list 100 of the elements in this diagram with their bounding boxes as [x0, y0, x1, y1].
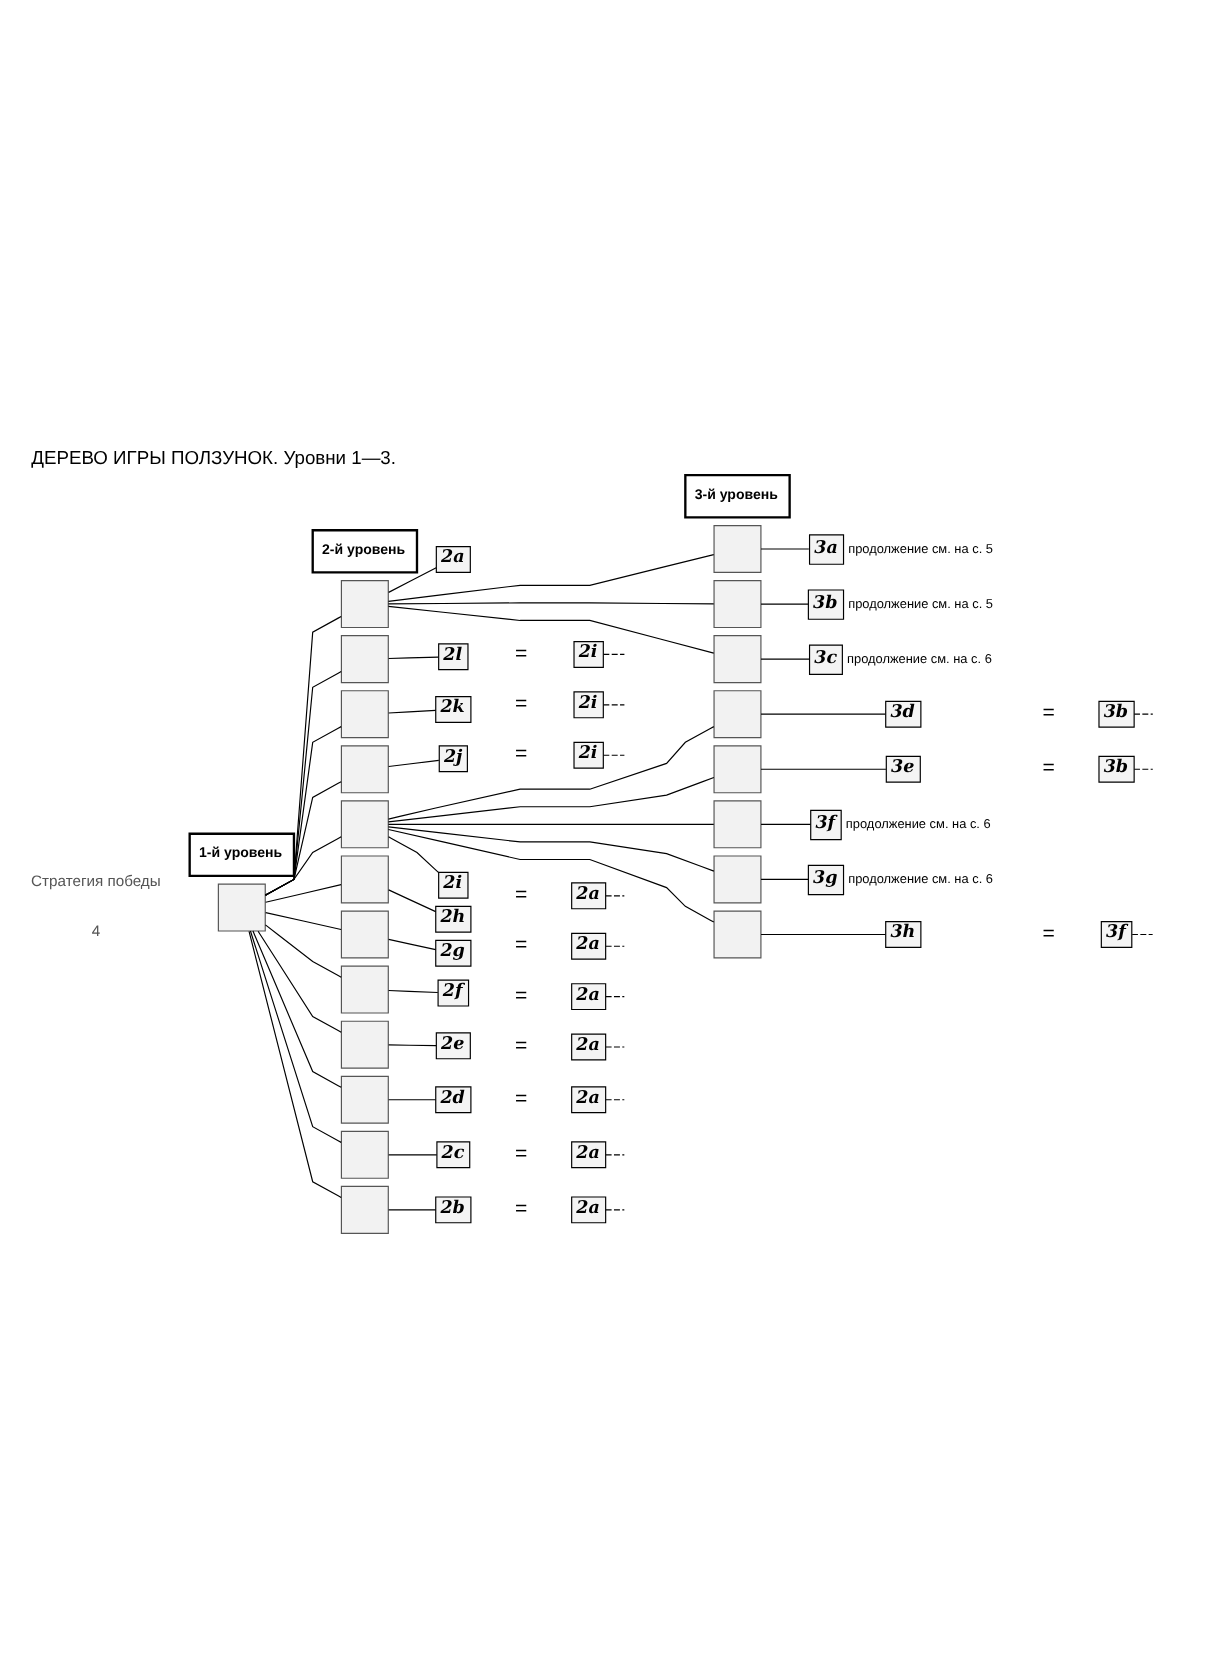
connector [388, 988, 439, 993]
node-box [713, 799, 762, 848]
connector [264, 669, 342, 895]
connector [249, 929, 342, 1142]
node-box: 2i [573, 740, 604, 768]
connector [387, 822, 715, 824]
node-box [340, 799, 389, 848]
node-box: 2a [571, 1140, 607, 1168]
node-box [713, 909, 762, 958]
connector [603, 703, 625, 705]
node-box: 2f [437, 978, 470, 1006]
connector [265, 911, 342, 930]
connector [760, 712, 887, 714]
connector [388, 1098, 437, 1100]
connector [388, 566, 437, 592]
node-box: 2l [438, 642, 469, 670]
node-box [713, 634, 762, 683]
node-box: 2a [435, 545, 471, 572]
node-box [713, 523, 762, 572]
label: = [515, 932, 528, 957]
label: = [515, 1196, 528, 1221]
label: = [1042, 920, 1055, 945]
node-box: 2k [435, 695, 472, 722]
connector [605, 1208, 625, 1210]
node-box: 2h [435, 904, 472, 932]
node-box [340, 579, 389, 628]
label: = [1042, 755, 1055, 780]
connector [388, 655, 439, 659]
connector [605, 944, 625, 946]
node-box: 3h [885, 920, 922, 947]
node-box: 2d [435, 1085, 472, 1113]
node-box: 2a [571, 931, 607, 959]
node-box [340, 634, 389, 683]
label: = [515, 881, 528, 906]
label: = [515, 690, 528, 715]
node-box: 3b [1098, 754, 1135, 782]
node-box [713, 744, 762, 793]
node-box: 2b [435, 1195, 472, 1223]
connector [387, 776, 715, 822]
connector [265, 883, 342, 902]
connector [264, 923, 342, 977]
connector [1133, 767, 1154, 769]
connector [387, 604, 715, 653]
node-box: 3e [885, 754, 921, 782]
connector [388, 1043, 437, 1046]
node-box: 2a [571, 1032, 607, 1060]
label: = [515, 640, 528, 665]
node-box: 2e [435, 1031, 471, 1059]
connector [264, 614, 342, 895]
node-box: 2g [435, 938, 472, 966]
connector [387, 725, 715, 819]
label: = [515, 1085, 528, 1110]
node-box [217, 882, 266, 931]
node-box: 2j [438, 744, 468, 772]
connector [388, 1153, 438, 1155]
label: = [515, 741, 528, 766]
connector [388, 937, 437, 950]
connector [257, 929, 342, 1032]
connector [387, 601, 715, 604]
connector [760, 822, 812, 824]
node-box: 3d [885, 699, 922, 727]
diagram-title: ДЕРЕВО ИГРЫ ПОЛЗУНОК. Уровни 1—3. [31, 447, 396, 468]
node-box: 2i [573, 639, 604, 667]
node-box: 2a [571, 1085, 607, 1113]
connector [252, 929, 342, 1087]
node-box [340, 964, 389, 1013]
connector [760, 932, 887, 935]
connector [388, 1208, 437, 1210]
connector [248, 929, 342, 1198]
connector [605, 995, 625, 997]
node-box [713, 579, 762, 628]
connector [605, 1045, 625, 1047]
node-box [340, 689, 389, 738]
connector [387, 553, 715, 601]
node-box: 2i [573, 690, 604, 718]
node-box: 3b [1098, 699, 1135, 727]
connector [605, 894, 625, 896]
connector [388, 708, 437, 713]
node-box: 2a [571, 1195, 607, 1223]
label: = [1042, 700, 1055, 725]
connector [605, 1098, 625, 1100]
connector [387, 827, 715, 922]
label: = [515, 1140, 528, 1165]
node-box [713, 854, 762, 903]
node-box [340, 744, 389, 793]
node-box: 2a [571, 881, 607, 909]
connector [603, 753, 625, 755]
node-box: 2a [571, 982, 607, 1010]
connector [760, 767, 887, 769]
label: = [515, 1033, 528, 1058]
connector [760, 547, 810, 549]
node-box [340, 1074, 389, 1123]
connector [603, 652, 625, 655]
connector [760, 602, 809, 604]
node-box [713, 689, 762, 738]
connector [605, 1153, 625, 1155]
node-box [340, 909, 389, 958]
node-box [340, 1129, 389, 1178]
node-box: 2i [438, 870, 469, 898]
connector [1133, 712, 1154, 714]
